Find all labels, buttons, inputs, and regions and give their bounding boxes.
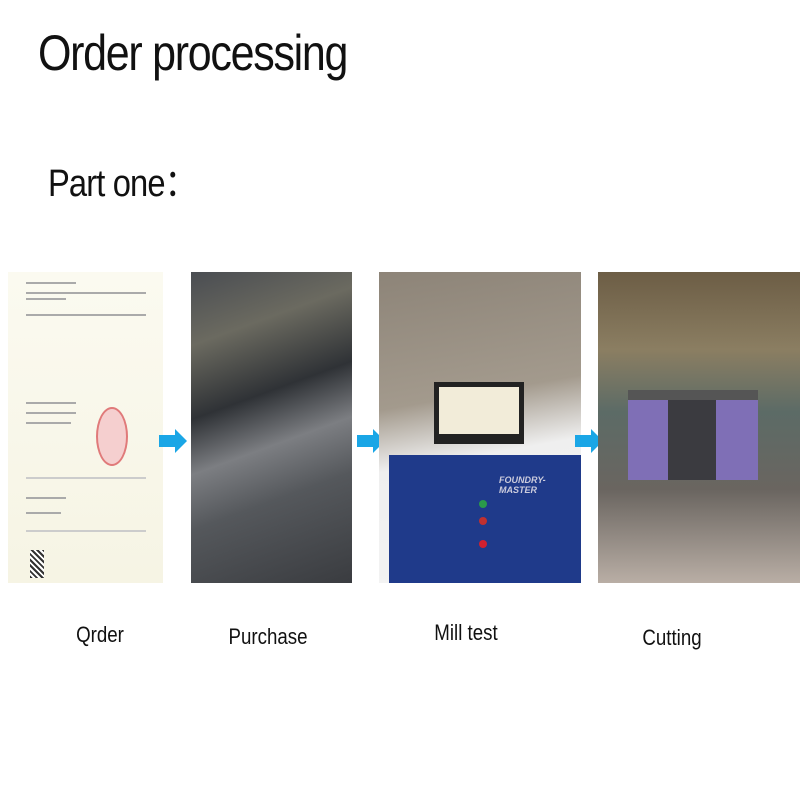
band-saw xyxy=(628,390,758,480)
doc-text-line xyxy=(26,314,146,316)
doc-divider xyxy=(26,477,146,479)
mill-test-image: FOUNDRY-MASTER xyxy=(379,272,581,583)
seal-stamp xyxy=(96,407,128,466)
doc-text-line xyxy=(26,422,71,424)
machine-brand-text: FOUNDRY-MASTER xyxy=(499,475,546,495)
doc-text-line xyxy=(26,512,61,514)
purchase-image xyxy=(191,272,352,583)
doc-text-line xyxy=(26,497,66,499)
monitor xyxy=(434,382,524,444)
doc-text-line xyxy=(26,412,76,414)
doc-divider xyxy=(26,530,146,532)
section-subtitle: Part one： xyxy=(48,163,197,205)
page-title: Order processing xyxy=(38,25,348,81)
doc-text-line xyxy=(26,292,146,294)
step-label-mill-test: Mill test xyxy=(434,620,498,645)
order-certificate-image xyxy=(8,272,163,583)
step-label-purchase: Purchase xyxy=(228,624,308,649)
step-label-order: Qrder xyxy=(76,622,124,647)
spectrometer-machine: FOUNDRY-MASTER xyxy=(389,455,581,583)
doc-text-line xyxy=(26,282,76,284)
doc-text-line xyxy=(26,402,76,404)
step-label-cutting: Cutting xyxy=(642,625,702,650)
doc-text-line xyxy=(26,298,66,300)
qr-code xyxy=(30,550,44,578)
cutting-image xyxy=(598,272,800,583)
